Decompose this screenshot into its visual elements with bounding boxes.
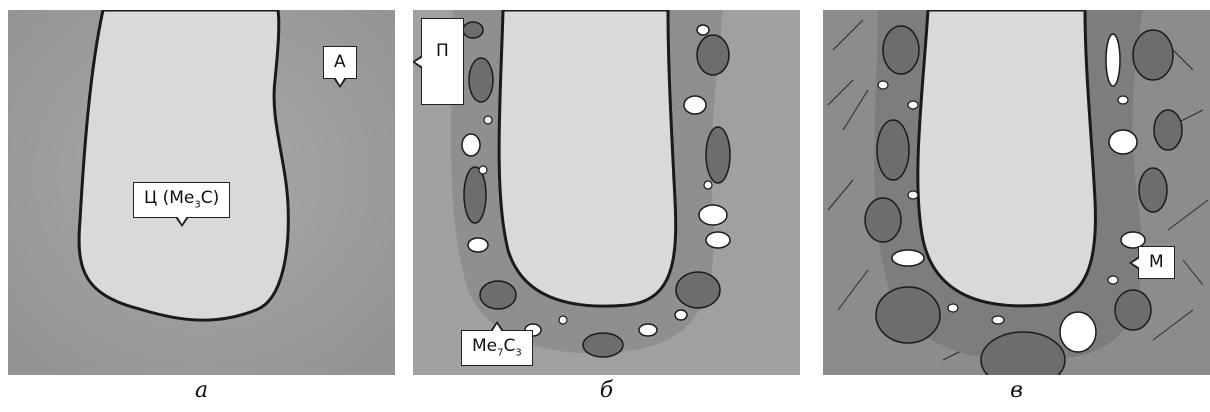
panel-a: А Ц (Me3C) — [8, 10, 395, 375]
caption-c: в — [823, 378, 1210, 403]
carbide-core — [918, 10, 1096, 306]
caption-a: а — [8, 378, 395, 403]
label-austenite: А — [323, 46, 357, 79]
label-cementite: Ц (Me3C) — [133, 182, 230, 218]
panel-c: М — [823, 10, 1210, 375]
caption-b: б — [413, 378, 800, 403]
panel-b-drawing — [413, 10, 800, 375]
panel-b: П Me7C3 — [413, 10, 800, 375]
panel-c-drawing — [823, 10, 1210, 375]
label-pearlite: П — [421, 18, 464, 105]
carbide-core — [499, 10, 676, 306]
cementite-grain — [79, 10, 288, 320]
label-carbide: Me7C3 — [461, 330, 533, 366]
label-martensite: М — [1138, 246, 1175, 279]
